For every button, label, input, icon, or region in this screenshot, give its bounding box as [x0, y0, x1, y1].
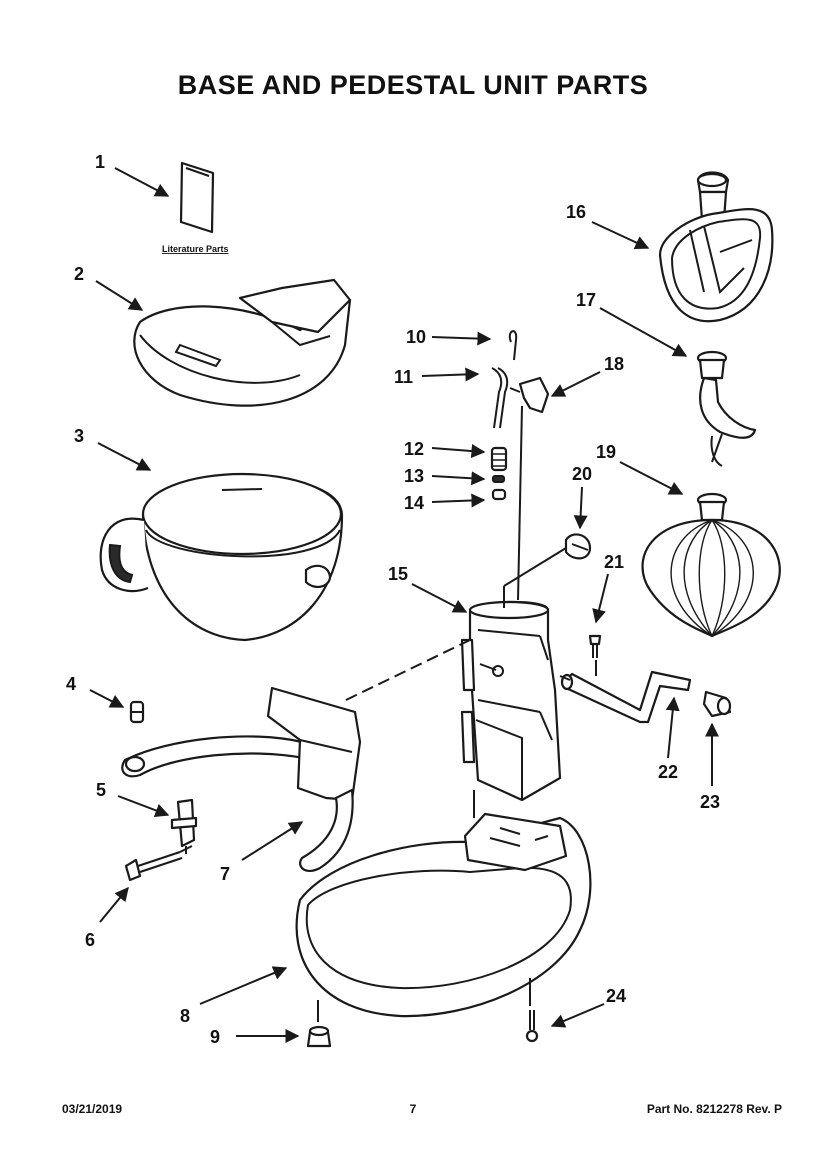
pouring-shield: [133, 278, 352, 407]
hinge-pin-hardware: [490, 330, 518, 501]
footer-part-number: Part No. 8212278 Rev. P: [646, 1102, 782, 1116]
bowl-lift-crank: [560, 670, 692, 724]
callout-23: 23: [700, 792, 720, 812]
callout-18: 18: [604, 354, 624, 374]
callout-14: 14: [404, 493, 424, 513]
callout-16: 16: [566, 202, 586, 222]
clamp-screw: [124, 851, 183, 882]
rubber-foot: [306, 1025, 332, 1048]
footer-page-number: 7: [409, 1102, 417, 1116]
callout-numbers: 1 2 3 4 5 6 7 8 9 10 11 12 13 14 15 16 1…: [66, 152, 720, 1047]
leader-arrows: [89, 167, 719, 1043]
callout-20: 20: [572, 464, 592, 484]
callout-11: 11: [394, 367, 413, 387]
mixer-base: [295, 812, 592, 1018]
callout-13: 13: [404, 466, 424, 486]
base-screw: [525, 1010, 539, 1043]
callout-5: 5: [96, 780, 106, 800]
callout-8: 8: [180, 1006, 190, 1026]
dough-hook: [696, 350, 757, 467]
footer-date: 03/21/2019: [62, 1102, 123, 1116]
callout-3: 3: [74, 426, 84, 446]
callout-24: 24: [606, 986, 626, 1006]
flat-beater: [658, 171, 774, 323]
pedestal-screw: [588, 634, 602, 658]
callout-10: 10: [406, 327, 426, 347]
literature-label: Literature Parts: [162, 244, 229, 254]
pedestal: [460, 600, 562, 802]
crank-handle: [702, 690, 732, 718]
callout-6: 6: [85, 930, 95, 950]
callout-22: 22: [658, 762, 678, 782]
callout-12: 12: [404, 439, 424, 459]
callout-9: 9: [210, 1027, 220, 1047]
speed-control-clip: [564, 533, 592, 560]
callout-2: 2: [74, 264, 84, 284]
wire-whip: [641, 492, 781, 638]
callout-21: 21: [604, 552, 624, 572]
literature-booklet: [179, 161, 215, 234]
bowl-support-arm: [121, 686, 362, 873]
pedestal-latch: [509, 376, 550, 414]
page-title: BASE AND PEDESTAL UNIT PARTS: [177, 70, 649, 100]
alignment-lines: [179, 405, 597, 1022]
bowl-pin: [129, 700, 145, 724]
clamp-plate: [170, 798, 198, 848]
callout-19: 19: [596, 442, 616, 462]
callout-4: 4: [66, 674, 76, 694]
callout-7: 7: [220, 864, 230, 884]
callout-17: 17: [576, 290, 596, 310]
callout-1: 1: [95, 152, 105, 172]
callout-15: 15: [388, 564, 408, 584]
mixing-bowl: [99, 472, 344, 642]
